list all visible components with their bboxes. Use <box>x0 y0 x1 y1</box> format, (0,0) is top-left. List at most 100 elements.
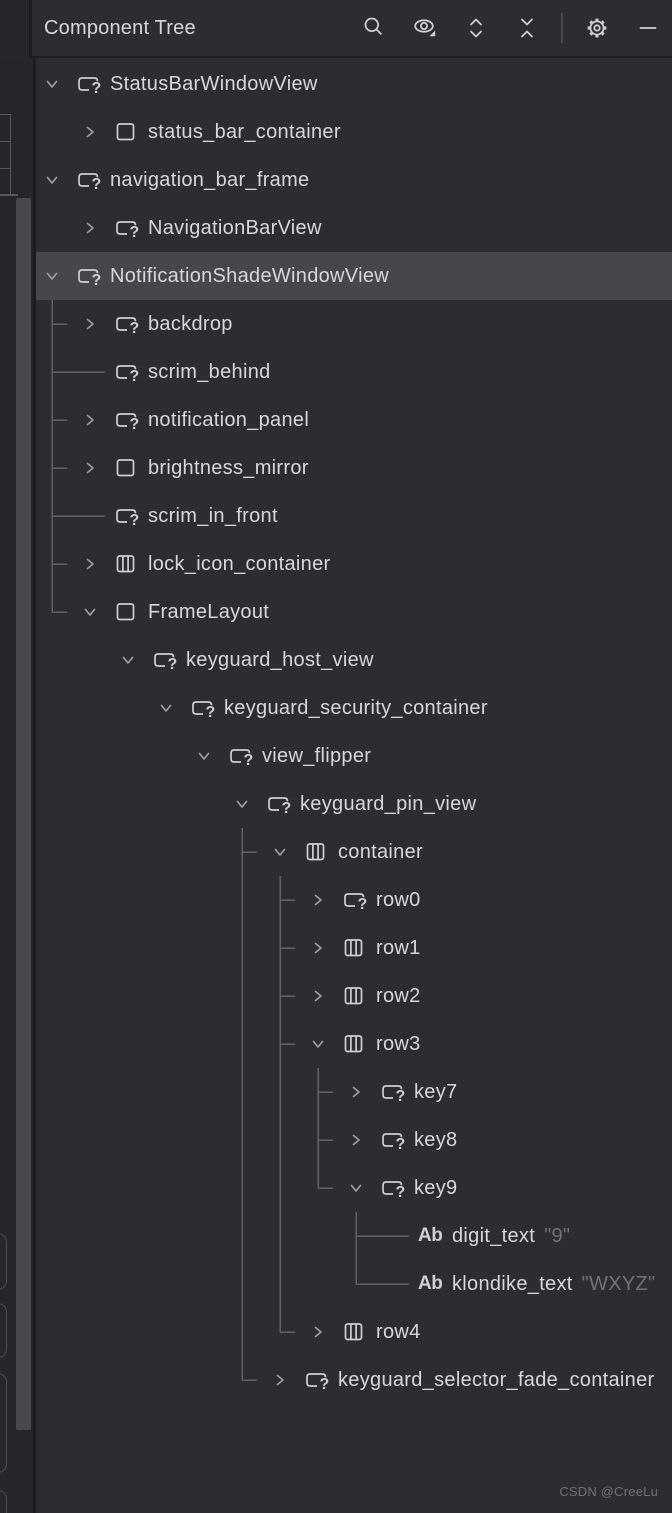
svg-text:?: ? <box>92 176 102 192</box>
chevron-spacer <box>381 1260 407 1308</box>
tree-node-view_flipper[interactable]: ?view_flipper <box>36 732 672 780</box>
node-label: key8 <box>414 1128 458 1151</box>
tree-node-key8[interactable]: ? key8 <box>36 1116 672 1164</box>
viewgroup-question-icon: ? <box>379 1164 406 1212</box>
linear-layout-icon <box>341 1308 368 1356</box>
tree-node-row2[interactable]: row2 <box>36 972 672 1020</box>
collapse-all-icon[interactable] <box>510 11 544 45</box>
tree-node-navigation_bar_frame[interactable]: ? navigation_bar_frame <box>36 156 672 204</box>
chevron-collapsed-icon[interactable] <box>77 444 103 492</box>
chevron-spacer <box>77 348 103 396</box>
chevron-expanded-icon[interactable] <box>191 732 217 780</box>
tree-node-row0[interactable]: ?row0 <box>36 876 672 924</box>
chevron-collapsed-icon[interactable] <box>77 108 103 156</box>
chevron-collapsed-icon[interactable] <box>343 1068 369 1116</box>
node-label: row1 <box>376 936 421 959</box>
chevron-collapsed-icon[interactable] <box>305 924 331 972</box>
chevron-collapsed-icon[interactable] <box>305 972 331 1020</box>
tree-node-key7[interactable]: ?key7 <box>36 1068 672 1116</box>
linear-layout-icon <box>341 1020 368 1068</box>
node-label: FrameLayout <box>148 600 270 623</box>
chevron-expanded-icon[interactable] <box>267 828 293 876</box>
viewgroup-question-icon: ? <box>189 684 216 732</box>
tree-node-status_bar_container[interactable]: status_bar_container <box>36 108 672 156</box>
tree-node-brightness_mirror[interactable]: brightness_mirror <box>36 444 672 492</box>
node-label: NavigationBarView <box>148 216 322 239</box>
svg-text:?: ? <box>244 752 254 768</box>
panel-title: Component Tree <box>44 16 196 39</box>
tree-node-keyguard_selector_fade_container[interactable]: ?keyguard_selector_fade_container <box>36 1356 672 1404</box>
svg-text:?: ? <box>130 512 140 528</box>
tree-node-keyguard_security_container[interactable]: ? keyguard_security_container <box>36 684 672 732</box>
tree-node-row3[interactable]: row3 <box>36 1020 672 1068</box>
chevron-collapsed-icon[interactable] <box>343 1116 369 1164</box>
svg-text:?: ? <box>130 368 140 384</box>
viewgroup-question-icon: ? <box>379 1116 406 1164</box>
expand-all-icon[interactable] <box>459 11 493 45</box>
chevron-expanded-icon[interactable] <box>343 1164 369 1212</box>
view-icon <box>113 588 140 636</box>
tree-node-scrim_behind[interactable]: ?scrim_behind <box>36 348 672 396</box>
tree-node-keyguard_host_view[interactable]: ?keyguard_host_view <box>36 636 672 684</box>
node-label: keyguard_security_container <box>224 696 488 719</box>
svg-text:?: ? <box>396 1184 406 1200</box>
chevron-collapsed-icon[interactable] <box>77 204 103 252</box>
chevron-collapsed-icon[interactable] <box>77 396 103 444</box>
tree-node-NavigationBarView[interactable]: ? NavigationBarView <box>36 204 672 252</box>
node-label: row4 <box>376 1320 421 1343</box>
panel-border <box>33 58 36 1513</box>
tree-node-backdrop[interactable]: ?backdrop <box>36 300 672 348</box>
tree-node-row1[interactable]: row1 <box>36 924 672 972</box>
viewgroup-question-icon: ? <box>75 252 102 300</box>
visibility-icon[interactable] <box>408 11 442 45</box>
tree-node-NotificationShadeWindowView[interactable]: ?NotificationShadeWindowView <box>36 252 672 300</box>
chevron-collapsed-icon[interactable] <box>77 540 103 588</box>
node-label: navigation_bar_frame <box>110 168 310 191</box>
tree-node-container[interactable]: container <box>36 828 672 876</box>
tree-node-FrameLayout[interactable]: FrameLayout <box>36 588 672 636</box>
chevron-expanded-icon[interactable] <box>39 156 65 204</box>
chevron-expanded-icon[interactable] <box>77 588 103 636</box>
node-label: key9 <box>414 1176 458 1199</box>
viewgroup-question-icon: ? <box>341 876 368 924</box>
tree-node-key9[interactable]: ? key9 <box>36 1164 672 1212</box>
viewgroup-question-icon: ? <box>265 780 292 828</box>
settings-icon[interactable] <box>580 11 614 45</box>
chevron-expanded-icon[interactable] <box>39 252 65 300</box>
viewgroup-question-icon: ? <box>75 156 102 204</box>
tree-node-row4[interactable]: row4 <box>36 1308 672 1356</box>
viewgroup-question-icon: ? <box>113 300 140 348</box>
svg-text:?: ? <box>130 320 140 336</box>
tree-node-lock_icon_container[interactable]: lock_icon_container <box>36 540 672 588</box>
tree-node-notification_panel[interactable]: ?notification_panel <box>36 396 672 444</box>
watermark: CSDN @CreeLu <box>559 1484 658 1499</box>
clipped-button-fragment <box>0 1233 7 1290</box>
chevron-expanded-icon[interactable] <box>305 1020 331 1068</box>
chevron-expanded-icon[interactable] <box>39 60 65 108</box>
node-text-value: "WXYZ" <box>581 1272 656 1295</box>
viewgroup-question-icon: ? <box>75 60 102 108</box>
chevron-collapsed-icon[interactable] <box>267 1356 293 1404</box>
chevron-spacer <box>381 1212 407 1260</box>
tree-node-StatusBarWindowView[interactable]: ?StatusBarWindowView <box>36 60 672 108</box>
hide-icon[interactable] <box>631 11 665 45</box>
tree-node-scrim_in_front[interactable]: ?scrim_in_front <box>36 492 672 540</box>
panel-toolbar <box>357 11 672 45</box>
chevron-expanded-icon[interactable] <box>229 780 255 828</box>
clipped-button-fragment <box>0 1373 7 1473</box>
chevron-collapsed-icon[interactable] <box>77 300 103 348</box>
chevron-expanded-icon[interactable] <box>153 684 179 732</box>
chevron-collapsed-icon[interactable] <box>305 876 331 924</box>
chevron-collapsed-icon[interactable] <box>305 1308 331 1356</box>
svg-text:?: ? <box>396 1088 406 1104</box>
node-label: status_bar_container <box>148 120 341 143</box>
search-icon[interactable] <box>357 11 391 45</box>
svg-text:?: ? <box>130 224 140 240</box>
scrollbar-thumb[interactable] <box>16 198 31 1430</box>
tree-node-keyguard_pin_view[interactable]: ?keyguard_pin_view <box>36 780 672 828</box>
chevron-expanded-icon[interactable] <box>115 636 141 684</box>
linear-layout-icon <box>341 972 368 1020</box>
node-label: notification_panel <box>148 408 310 431</box>
